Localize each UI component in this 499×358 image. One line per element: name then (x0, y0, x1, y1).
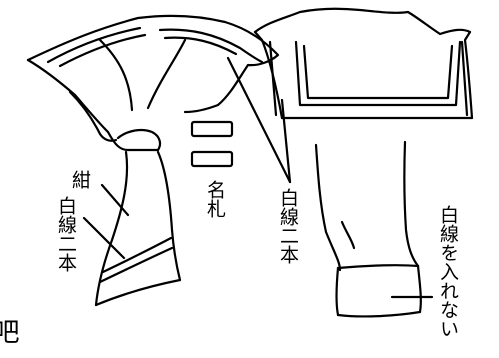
leader-white-two-lines-center-2 (280, 98, 292, 184)
name-tag (190, 120, 234, 168)
label-white-two-lines-center: 白線二本 (277, 188, 299, 264)
leader-white-two-lines-center-1 (226, 56, 292, 184)
leader-white-two-lines-left (82, 216, 126, 260)
sailor-collar-front (26, 14, 280, 152)
label-no-white-lines: 白線を入れない (437, 205, 459, 338)
label-white-two-lines-left: 白線二本 (55, 196, 77, 272)
label-navy: 紺 (69, 170, 91, 189)
sleeve (314, 140, 434, 318)
cropped-edge-char: 吧 (0, 318, 19, 344)
scarf (94, 150, 182, 307)
leader-navy (100, 183, 130, 217)
sailor-collar-back (253, 7, 474, 120)
label-name-tag: 名札 (204, 180, 226, 218)
